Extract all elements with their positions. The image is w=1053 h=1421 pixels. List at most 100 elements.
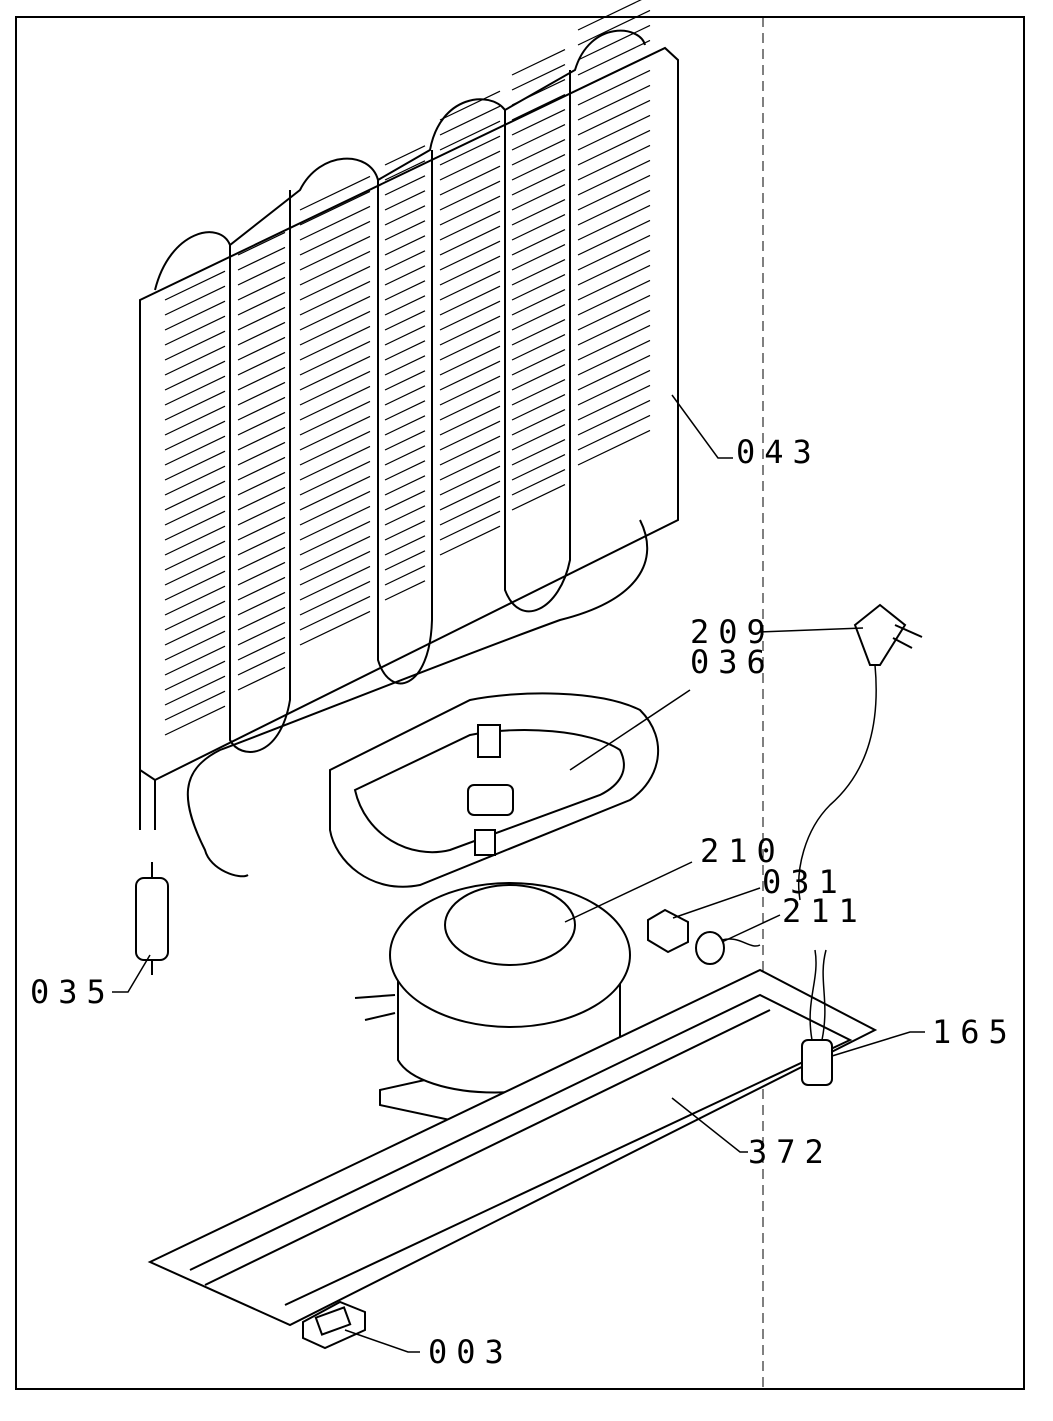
capacitor xyxy=(801,949,833,1086)
condenser-fin xyxy=(384,385,426,406)
condenser-fin xyxy=(511,424,566,451)
condenser-fin xyxy=(511,304,566,331)
condenser-fin xyxy=(237,591,286,616)
condenser-fin xyxy=(299,310,371,346)
condenser-fin xyxy=(164,435,226,466)
condenser-fin xyxy=(439,510,501,541)
condenser-fin xyxy=(577,309,651,346)
compressor-tray xyxy=(329,692,659,888)
condenser-fin xyxy=(511,229,566,256)
condenser-fin xyxy=(164,420,226,451)
condenser-fin xyxy=(164,570,226,601)
condenser-fin xyxy=(164,600,226,631)
condenser-fin xyxy=(577,99,651,136)
condenser-fin xyxy=(237,651,286,676)
condenser-fin xyxy=(237,246,286,271)
condenser-fin xyxy=(577,429,651,466)
label-035: 035 xyxy=(30,973,115,1011)
condenser-fin xyxy=(577,399,651,436)
condenser-fin xyxy=(439,450,501,481)
condenser-fin xyxy=(237,531,286,556)
condenser-fin xyxy=(511,154,566,181)
condenser-fin xyxy=(164,705,226,736)
condenser-fin xyxy=(299,550,371,586)
condenser-fin xyxy=(577,114,651,151)
condenser-fin xyxy=(511,274,566,301)
condenser-fin xyxy=(384,535,426,556)
condenser-fin xyxy=(299,250,371,286)
condenser-fin xyxy=(577,369,651,406)
condenser-fin xyxy=(299,490,371,526)
relay xyxy=(647,908,689,954)
condenser-fin xyxy=(299,430,371,466)
condenser-fin xyxy=(439,375,501,406)
condenser xyxy=(139,0,679,878)
condenser-fin xyxy=(384,175,426,196)
condenser-fin xyxy=(511,289,566,316)
condenser-fin xyxy=(237,336,286,361)
base-bracket xyxy=(147,968,878,1327)
condenser-fin xyxy=(384,520,426,541)
condenser-fin xyxy=(439,195,501,226)
condenser-fin xyxy=(384,445,426,466)
condenser-fin xyxy=(237,261,286,286)
condenser-fin xyxy=(577,234,651,271)
condenser-fin xyxy=(577,414,651,451)
condenser-fin xyxy=(164,330,226,361)
condenser-fin xyxy=(237,456,286,481)
label-036: 036 xyxy=(690,643,775,681)
condenser-fin xyxy=(237,366,286,391)
condenser-fin xyxy=(439,480,501,511)
condenser-fin xyxy=(237,441,286,466)
condenser-fin xyxy=(577,0,642,31)
condenser-fin xyxy=(164,345,226,376)
condenser-fin xyxy=(299,505,371,541)
condenser-fin xyxy=(439,420,501,451)
condenser-fin xyxy=(237,411,286,436)
foot-block xyxy=(302,1300,366,1350)
condenser-fin xyxy=(237,621,286,646)
condenser-fin xyxy=(511,439,566,466)
condenser-fin xyxy=(577,39,651,76)
label-165: 165 xyxy=(932,1013,1017,1051)
condenser-fin xyxy=(299,325,371,361)
condenser-fin xyxy=(299,565,371,601)
condenser-fin xyxy=(511,244,566,271)
condenser-fin xyxy=(299,475,371,511)
condenser-fin xyxy=(237,516,286,541)
condenser-fin xyxy=(439,390,501,421)
condenser-fin xyxy=(577,54,651,91)
condenser-fin xyxy=(577,84,651,121)
condenser-fin xyxy=(164,525,226,556)
condenser-fin xyxy=(384,430,426,451)
condenser-fin xyxy=(439,525,501,556)
condenser-fin xyxy=(511,349,566,376)
label-043: 043 xyxy=(736,433,821,471)
condenser-fin xyxy=(384,205,426,226)
condenser-fin xyxy=(439,240,501,271)
condenser-fin xyxy=(511,379,566,406)
condenser-fin xyxy=(577,69,651,106)
condenser-fin xyxy=(384,280,426,301)
condenser-fin xyxy=(511,454,566,481)
condenser-fin xyxy=(577,294,651,331)
condenser-fin xyxy=(384,250,426,271)
label-211: 211 xyxy=(782,892,867,930)
condenser-fin xyxy=(164,375,226,406)
condenser-fin xyxy=(237,276,286,301)
condenser-fin xyxy=(439,150,501,181)
condenser-fin xyxy=(164,360,226,391)
condenser-fin xyxy=(511,94,566,121)
condenser-fin xyxy=(511,169,566,196)
condenser-fin xyxy=(384,145,426,166)
condenser-fin xyxy=(299,220,371,256)
diagram-frame xyxy=(15,16,1025,1390)
condenser-fin xyxy=(384,265,426,286)
condenser-fin xyxy=(299,400,371,436)
condenser-fin xyxy=(577,159,651,196)
condenser-fin xyxy=(299,340,371,376)
condenser-fin xyxy=(577,219,651,256)
condenser-fin xyxy=(299,235,371,271)
condenser-fin xyxy=(237,321,286,346)
power-plug xyxy=(798,603,923,901)
